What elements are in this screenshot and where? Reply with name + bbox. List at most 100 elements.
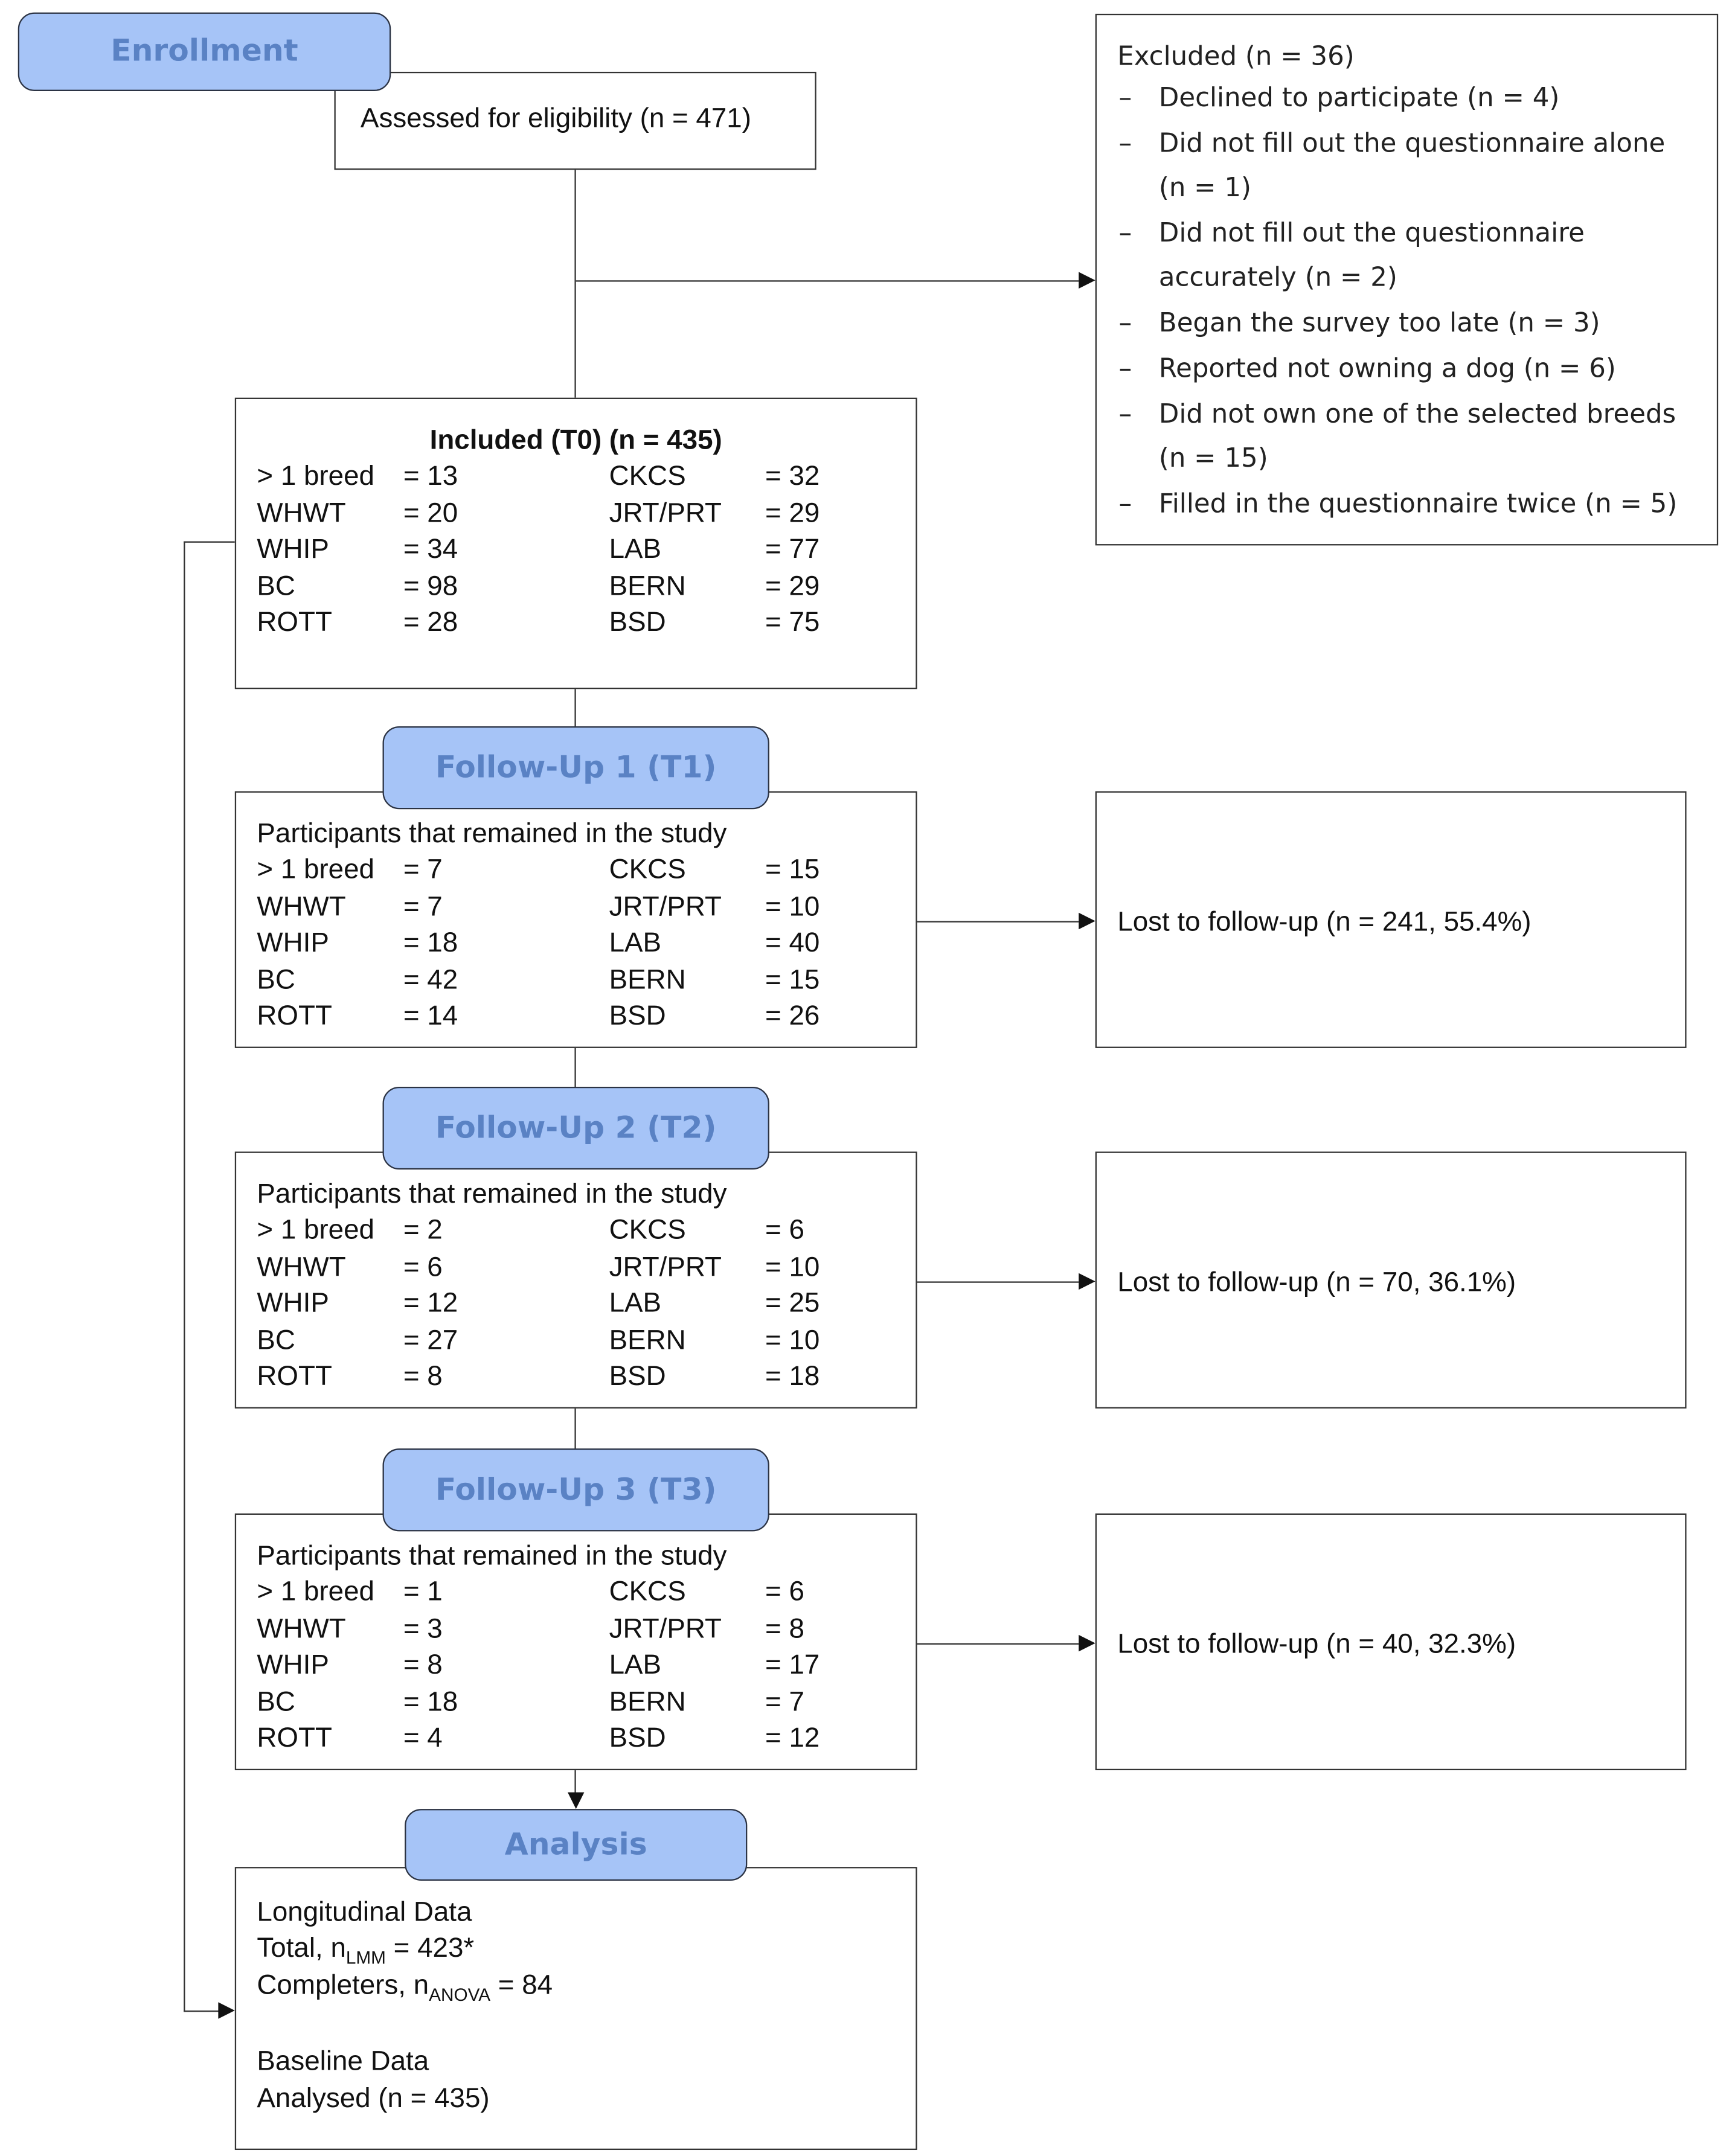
breed-count: = 17 [765,1650,820,1681]
connector [184,2010,220,2013]
breed-count: = 8 [403,1361,443,1392]
breed-label: BERN [609,571,686,602]
breed-label: WHIP [257,1288,329,1319]
bullet-dash: – [1118,353,1132,384]
excluded-title: Excluded (n = 36) [1117,41,1355,72]
lost-box-t1: Lost to follow-up (n = 241, 55.4%) [1095,791,1687,1048]
breed-count: = 6 [765,1215,804,1246]
enrollment-header: Enrollment [18,12,391,91]
breed-count: = 6 [765,1576,804,1608]
breed-count: = 7 [403,891,443,922]
arrow-head-icon [567,1792,585,1809]
breed-count: = 29 [765,497,820,528]
breed-count: = 3 [403,1613,443,1644]
breed-label: WHWT [257,497,346,528]
breed-label: BERN [609,1325,686,1355]
breed-label: > 1 breed [257,1576,374,1608]
stage-title: Participants that remained in the study [257,1179,727,1210]
breed-label: LAB [609,534,662,565]
breed-count: = 8 [765,1613,804,1644]
excluded-reason: (n = 1) [1158,172,1252,203]
lost-to-follow-up-text: Lost to follow-up (n = 241, 55.4%) [1117,907,1532,938]
breed-label: WHIP [257,1650,329,1681]
completers-anova: Completers, nANOVA = 84 [257,1972,553,2004]
breed-label: CKCS [609,854,686,886]
total-sub: LMM [345,1946,386,1968]
breed-count: = 42 [403,964,458,995]
total-prefix: Total, n [257,1933,346,1964]
breed-count: = 18 [403,1686,458,1718]
breed-count: = 15 [765,964,820,995]
excluded-reason: Did not fill out the questionnaire alone [1158,128,1666,159]
breed-label: JRT/PRT [609,497,722,528]
breed-count: = 7 [765,1686,804,1718]
breed-label: JRT/PRT [609,891,722,922]
excluded-reason: Declined to participate (n = 4) [1158,83,1560,114]
connector [184,541,186,2012]
connector [916,921,1079,923]
connector [574,1407,577,1451]
arrow-head-icon [218,2002,235,2019]
breed-count: = 40 [765,927,820,959]
breed-label: ROTT [257,1723,332,1754]
excluded-reason: Did not fill out the questionnaire [1158,218,1585,249]
connector [916,1643,1079,1645]
lost-box-t2: Lost to follow-up (n = 70, 36.1%) [1095,1151,1687,1409]
breed-label: WHWT [257,1613,346,1644]
breed-count: = 14 [403,1001,458,1032]
breed-count: = 26 [765,1001,820,1032]
breed-count: = 77 [765,534,820,565]
breed-label: BERN [609,964,686,995]
followup2-header: Follow-Up 2 (T2) [382,1086,769,1170]
breed-label: ROTT [257,1001,332,1032]
breed-label: ROTT [257,1361,332,1392]
longitudinal-label: Longitudinal Data [257,1897,472,1928]
breed-label: CKCS [609,1215,686,1246]
breed-label: WHIP [257,927,329,959]
followup1-header: Follow-Up 1 (T1) [382,726,769,810]
completers-suffix: = 84 [490,1970,553,2001]
breed-count: = 8 [403,1650,443,1681]
completers-prefix: Completers, n [257,1970,429,2001]
breed-count: = 10 [765,1325,820,1355]
stage-title: Participants that remained in the study [257,819,727,849]
breed-label: ROTT [257,607,332,638]
bullet-dash: – [1118,218,1132,249]
breed-count: = 20 [403,497,458,528]
breed-count: = 4 [403,1723,443,1754]
excluded-reason: Filled in the questionnaire twice (n = 5… [1158,488,1678,519]
breed-count: = 98 [403,571,458,602]
breed-label: LAB [609,927,662,959]
breed-label: JRT/PRT [609,1252,722,1282]
total-lmm: Total, nLMM = 423* [257,1934,474,1966]
connector [574,1768,577,1794]
breed-label: LAB [609,1288,662,1319]
breed-label: BSD [609,1361,666,1392]
assessed-text: Assessed for eligibility (n = 471) [360,103,752,134]
breed-count: = 29 [765,571,820,602]
breed-count: = 27 [403,1325,458,1355]
breed-count: = 2 [403,1215,443,1246]
bullet-dash: – [1118,488,1132,519]
breed-label: > 1 breed [257,1215,374,1246]
breed-label: BERN [609,1686,686,1718]
arrow-head-icon [1079,912,1095,930]
connector [574,687,577,729]
bullet-dash: – [1118,398,1132,430]
connector [916,1281,1079,1284]
lost-to-follow-up-text: Lost to follow-up (n = 70, 36.1%) [1117,1267,1516,1298]
followup3-header: Follow-Up 3 (T3) [382,1448,769,1532]
excluded-reason: Reported not owning a dog (n = 6) [1158,353,1616,384]
connector [574,168,577,398]
connector [184,541,235,543]
breed-count: = 18 [403,927,458,959]
breed-label: BC [257,571,295,602]
excluded-reason: Did not own one of the selected breeds [1158,398,1676,430]
followup3-box: Participants that remained in the study>… [234,1513,917,1771]
breed-label: > 1 breed [257,854,374,886]
bullet-dash: – [1118,128,1132,159]
breed-label: BC [257,964,295,995]
breed-count: = 18 [765,1361,820,1392]
breed-count: = 25 [765,1288,820,1319]
